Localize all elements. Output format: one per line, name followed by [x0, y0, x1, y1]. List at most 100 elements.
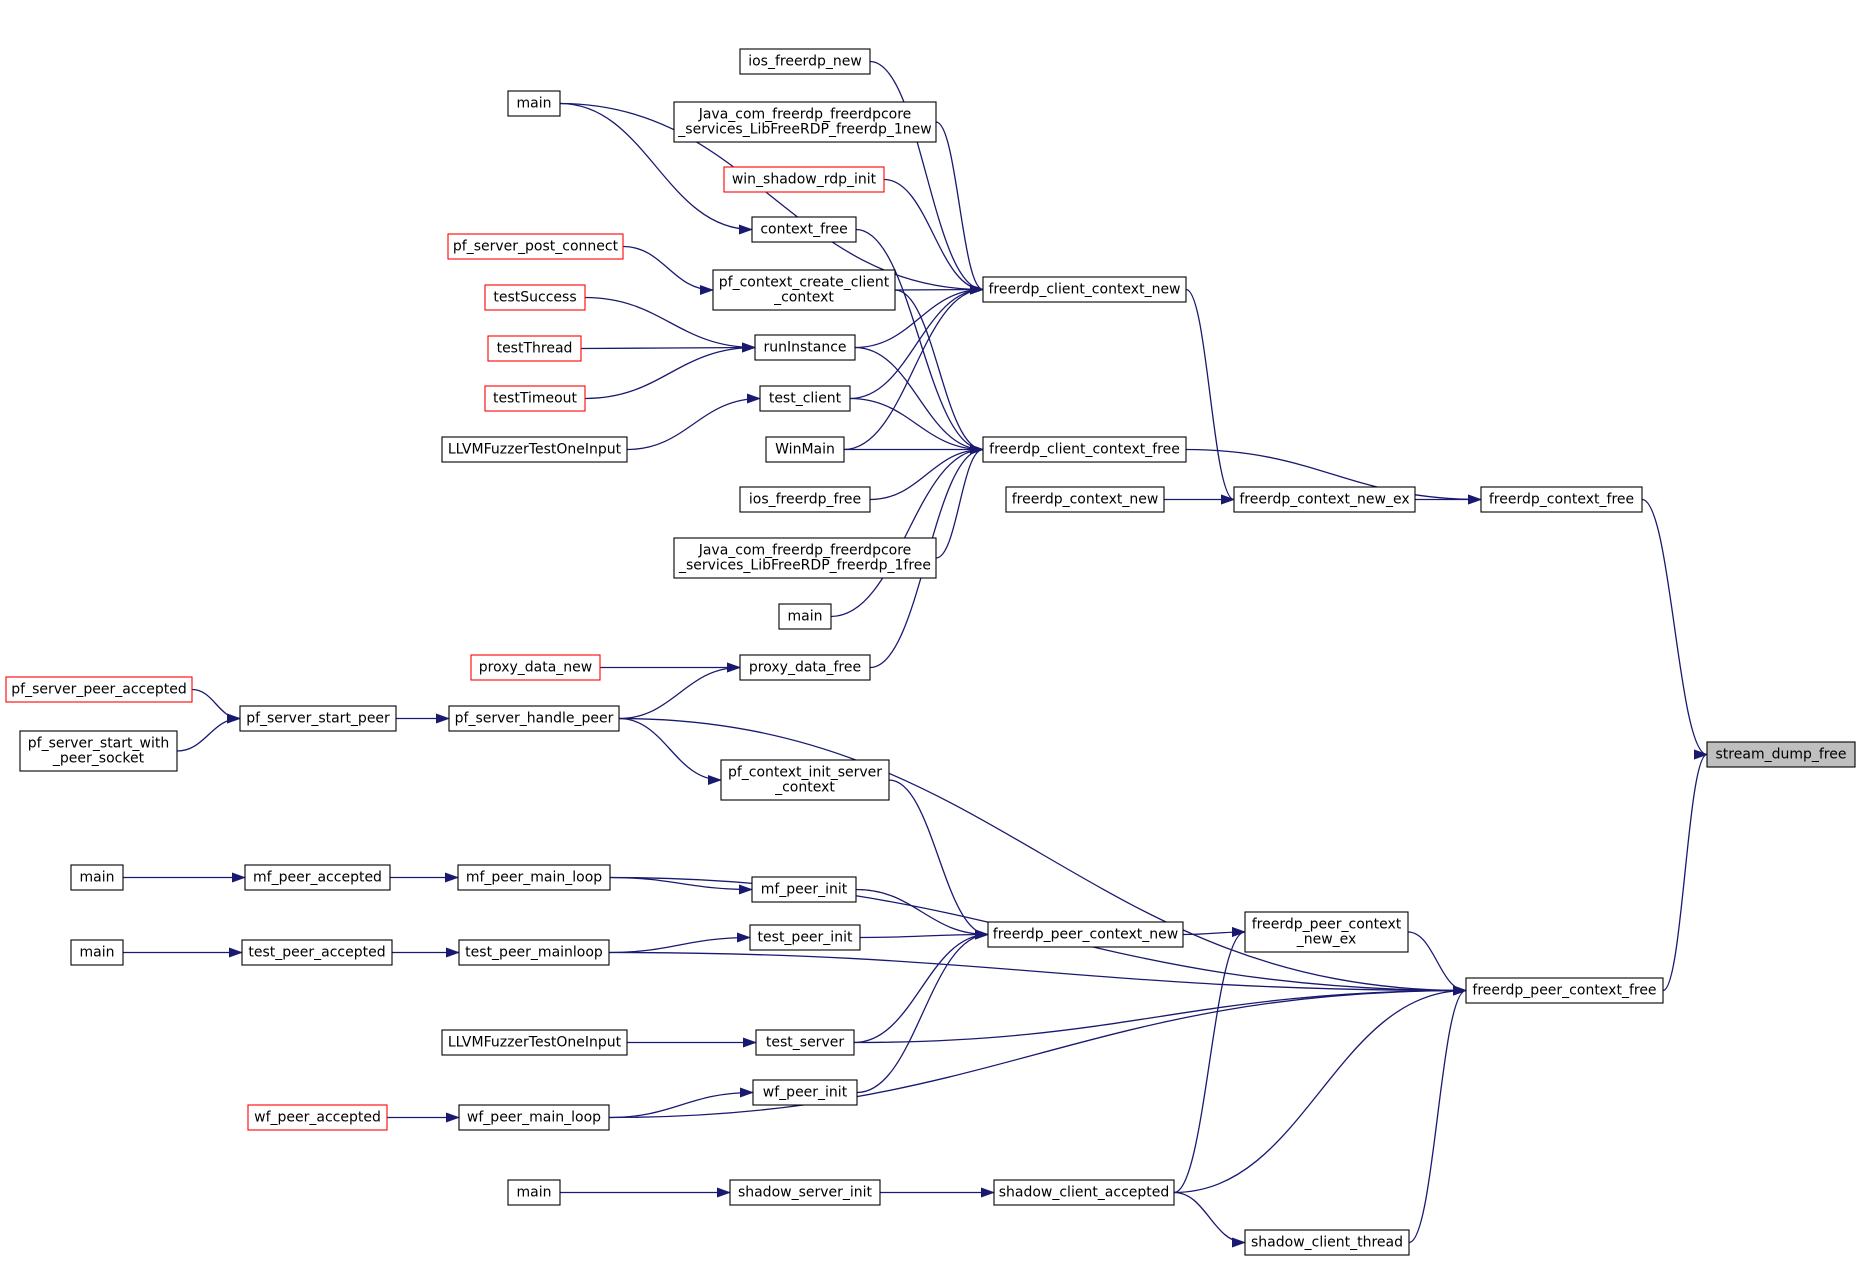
node-context-free[interactable]: context_free: [751, 216, 857, 243]
node-shadow-server-init[interactable]: shadow_server_init: [729, 1179, 881, 1206]
edge-ios-freerdp-free-to-freerdp-client-context-free: [869, 444, 984, 501]
node-wf-peer-main-loop[interactable]: wf_peer_main_loop: [458, 1104, 610, 1131]
node-freerdp-peer-context-free[interactable]: freerdp_peer_context_free: [1465, 977, 1664, 1004]
node-label: shadow_server_init: [738, 1185, 873, 1201]
node-box: [982, 276, 1187, 303]
node-label: shadow_client_thread: [1251, 1235, 1403, 1251]
node-mf-peer-main-loop[interactable]: mf_peer_main_loop: [457, 864, 611, 891]
edge-shadow-client-accepted-to-freerdp-peer-context-new-ex: [1173, 927, 1246, 1194]
edge-freerdp-peer-context-new-ex-to-freerdp-peer-context-free: [1407, 931, 1467, 996]
node-label: proxy_data_free: [749, 660, 861, 676]
node-box: [507, 90, 561, 117]
node-label: _services_LibFreeRDP_freerdp_1new: [677, 122, 931, 138]
node-mf-peer-init[interactable]: mf_peer_init: [751, 876, 857, 903]
node-pf-context-init-server-context[interactable]: pf_context_init_server_context: [720, 759, 890, 801]
node-label: freerdp_context_new_ex: [1239, 492, 1409, 508]
node-freerdp-context-new[interactable]: freerdp_context_new: [1005, 486, 1165, 513]
node-testTimeout[interactable]: testTimeout: [484, 385, 586, 412]
edge-pf-server-handle-peer-to-freerdp-peer-context-free: [618, 717, 1467, 996]
node-shadow-client-accepted[interactable]: shadow_client_accepted: [993, 1179, 1175, 1206]
node-box: [1465, 977, 1664, 1004]
node-mf-peer-accepted[interactable]: mf_peer_accepted: [244, 864, 391, 891]
node-label: main: [788, 609, 823, 625]
node-box: [673, 101, 937, 143]
node-proxy-data-free[interactable]: proxy_data_free: [739, 654, 871, 681]
node-test-peer-init[interactable]: test_peer_init: [749, 924, 861, 951]
node-label: _peer_socket: [52, 751, 145, 767]
node-label: mf_peer_main_loop: [466, 870, 602, 886]
node-freerdp-context-new-ex[interactable]: freerdp_context_new_ex: [1233, 486, 1416, 513]
edge-pf-server-handle-peer-to-pf-context-init-server-context: [618, 717, 722, 785]
node-test-peer-mainloop[interactable]: test_peer_mainloop: [458, 939, 610, 966]
node-label: win_shadow_rdp_init: [732, 172, 877, 188]
node-llvm-a[interactable]: LLVMFuzzerTestOneInput: [441, 436, 628, 463]
edge-pf-context-create-client-context-to-freerdp-client-context-new: [894, 284, 984, 295]
node-freerdp-peer-context-new[interactable]: freerdp_peer_context_new: [987, 921, 1184, 948]
node-label: ios_freerdp_new: [748, 54, 862, 70]
node-box: [247, 1104, 388, 1131]
node-main-a[interactable]: main: [507, 90, 561, 117]
node-main-d[interactable]: main: [70, 939, 124, 966]
node-runInstance[interactable]: runInstance: [754, 334, 856, 361]
node-stream-dump-free[interactable]: stream_dump_free: [1706, 741, 1856, 768]
node-box: [448, 705, 620, 732]
node-ios-freerdp-free[interactable]: ios_freerdp_free: [739, 486, 871, 513]
node-testThread[interactable]: testThread: [487, 335, 582, 362]
node-box: [739, 486, 871, 513]
node-pf-server-start-peer[interactable]: pf_server_start_peer: [239, 705, 397, 732]
node-box: [484, 284, 586, 311]
node-box: [458, 1104, 610, 1131]
node-freerdp-client-context-free[interactable]: freerdp_client_context_free: [982, 436, 1187, 463]
node-main-b[interactable]: main: [778, 603, 832, 630]
edge-context-free-to-freerdp-client-context-free: [855, 228, 984, 455]
node-freerdp-client-context-new[interactable]: freerdp_client_context_new: [982, 276, 1187, 303]
node-label: freerdp_client_context_free: [989, 442, 1180, 458]
node-java-new[interactable]: Java_com_freerdp_freerdpcore_services_Li…: [673, 101, 937, 143]
edge-pf-server-handle-peer-to-proxy-data-free: [618, 662, 741, 720]
node-box: [507, 1179, 561, 1206]
edge-pf-server-peer-accepted-to-pf-server-start-peer: [191, 688, 241, 724]
node-box: [723, 166, 885, 193]
node-test-server[interactable]: test_server: [755, 1029, 855, 1056]
node-box: [487, 335, 582, 362]
node-ios-freerdp-new[interactable]: ios_freerdp_new: [739, 48, 871, 75]
node-win-shadow-rdp-init[interactable]: win_shadow_rdp_init: [723, 166, 885, 193]
node-freerdp-context-free[interactable]: freerdp_context_free: [1480, 486, 1643, 513]
node-shadow-client-thread[interactable]: shadow_client_thread: [1244, 1229, 1410, 1256]
node-testSuccess[interactable]: testSuccess: [484, 284, 586, 311]
node-label: runInstance: [763, 340, 846, 356]
node-freerdp-peer-context-new-ex[interactable]: freerdp_peer_context_new_ex: [1244, 911, 1409, 953]
node-label: freerdp_client_context_new: [988, 282, 1180, 298]
node-llvm-b[interactable]: LLVMFuzzerTestOneInput: [441, 1029, 628, 1056]
node-box: [1005, 486, 1165, 513]
edges-layer: [122, 60, 1708, 1248]
node-pf-server-start-with-peer-socket[interactable]: pf_server_start_with_peer_socket: [19, 730, 178, 772]
node-WinMain[interactable]: WinMain: [765, 436, 845, 463]
node-label: pf_server_start_with: [28, 736, 169, 752]
node-pf-server-peer-accepted[interactable]: pf_server_peer_accepted: [5, 676, 193, 703]
node-label: mf_peer_init: [761, 882, 848, 898]
node-main-c[interactable]: main: [70, 864, 124, 891]
edge-pf-context-create-client-context-to-freerdp-client-context-free: [894, 289, 984, 455]
node-box: [765, 436, 845, 463]
node-proxy-data-new[interactable]: proxy_data_new: [470, 654, 601, 681]
node-test-client[interactable]: test_client: [759, 385, 851, 412]
node-wf-peer-accepted[interactable]: wf_peer_accepted: [247, 1104, 388, 1131]
node-pf-server-post-connect[interactable]: pf_server_post_connect: [447, 233, 624, 260]
edge-freerdp-peer-context-new-to-freerdp-peer-context-new-ex: [1182, 927, 1246, 938]
node-label: freerdp_peer_context: [1252, 917, 1402, 933]
node-label: proxy_data_new: [479, 660, 593, 676]
node-box: [1480, 486, 1643, 513]
node-java-free[interactable]: Java_com_freerdp_freerdpcore_services_Li…: [673, 537, 937, 579]
node-box: [470, 654, 601, 681]
node-box: [673, 537, 937, 579]
node-label: mf_peer_accepted: [253, 870, 382, 886]
node-pf-server-handle-peer[interactable]: pf_server_handle_peer: [448, 705, 620, 732]
node-box: [458, 939, 610, 966]
node-main-e[interactable]: main: [507, 1179, 561, 1206]
node-box: [751, 876, 857, 903]
node-pf-context-create-client-context[interactable]: pf_context_create_client_context: [712, 269, 896, 311]
node-wf-peer-init[interactable]: wf_peer_init: [752, 1079, 858, 1106]
node-test-peer-accepted[interactable]: test_peer_accepted: [241, 939, 393, 966]
